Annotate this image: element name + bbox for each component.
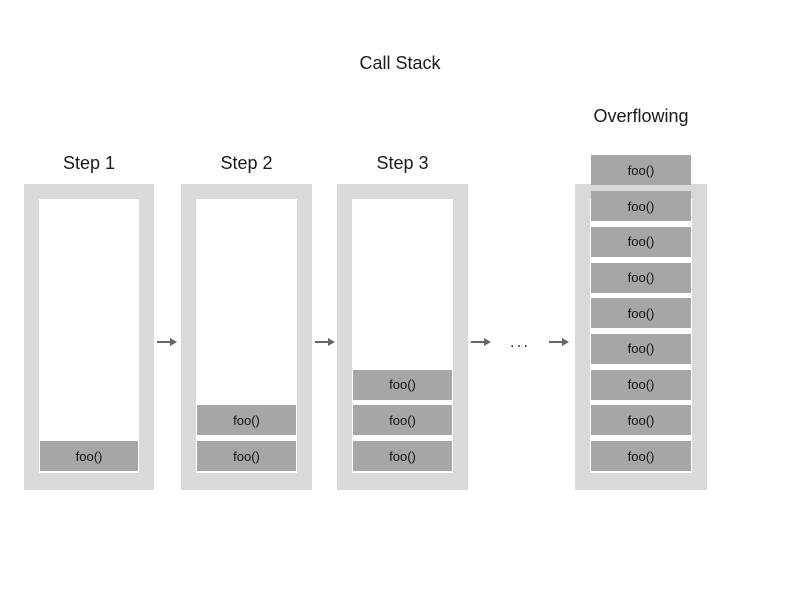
stack-frame: foo() [591, 405, 691, 436]
stack-frame: foo() [591, 262, 691, 293]
panel-overflowing-label: Overflowing [593, 106, 689, 126]
stack-frame: foo() [197, 405, 296, 436]
stack-frame: foo() [591, 441, 691, 471]
panel-step-2-label: Step 2 [220, 153, 273, 173]
stack-frame: foo() [591, 155, 691, 186]
stack-frame: foo() [40, 441, 138, 471]
stack-frame: foo() [591, 226, 691, 257]
right-arrow-icon [549, 338, 569, 346]
panel-step-2: Step 2 foo() foo() [181, 153, 312, 490]
right-arrow-icon [471, 338, 491, 346]
stack-frame: foo() [353, 369, 452, 400]
stack-frame: foo() [197, 441, 296, 471]
diagram-title: Call Stack [359, 53, 441, 73]
panel-step-1-label: Step 1 [62, 153, 116, 173]
panel-overflowing: Overflowing foo() foo() foo() foo() foo() foo… [575, 106, 707, 490]
ellipsis: ... [509, 332, 531, 351]
stack-frame: foo() [591, 298, 691, 329]
stack-frame: foo() [353, 405, 452, 436]
panel-step-3-label: Step 3 [376, 153, 429, 173]
stack-frame: foo() [591, 369, 691, 400]
right-arrow-icon [315, 338, 335, 346]
stack-frame: foo() [353, 441, 452, 471]
panel-step-3: Step 3 foo() foo() foo() [337, 153, 468, 490]
panel-step-1: Step 1 foo() [24, 153, 154, 490]
right-arrow-icon [157, 338, 177, 346]
stack-frame: foo() [591, 333, 691, 364]
stack-well [39, 199, 139, 473]
stack-frame: foo() [591, 191, 691, 222]
